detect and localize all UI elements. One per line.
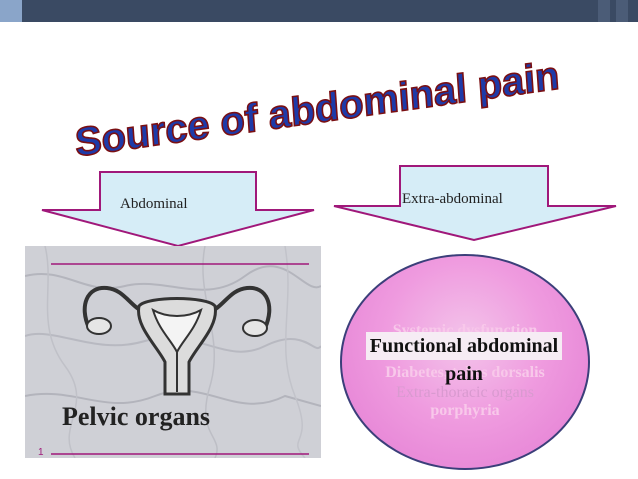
slide-title-text: Source of abdominal pain [74,53,561,165]
uterus-icon [82,285,272,396]
slide-title: Source of abdominal pain [73,53,562,167]
functional-pain-line-1: Functional abdominal [365,332,563,360]
pelvic-organs-label: Pelvic organs [62,402,211,431]
top-bar-accent [0,0,22,22]
functional-pain-line-2: pain [445,363,483,385]
ghost-line-2: Diabetes, tabes dorsalis [385,364,545,381]
ghost-line-3: Extra-thoracic organs [396,384,534,401]
extra-abdominal-arrow-label: Extra-abdominal [402,191,503,207]
top-bar [0,0,638,22]
abdominal-arrow-label: Abdominal [120,196,188,212]
page-number: 1 [38,447,44,458]
pelvic-organs-panel [25,246,321,458]
abdominal-arrow [38,170,318,250]
top-bar-decoration [598,0,628,22]
functional-pain-text: Functional abdominal pain [341,332,587,388]
ghost-line-4: porphyria [430,402,500,419]
extra-abdominal-arrow [330,164,620,244]
